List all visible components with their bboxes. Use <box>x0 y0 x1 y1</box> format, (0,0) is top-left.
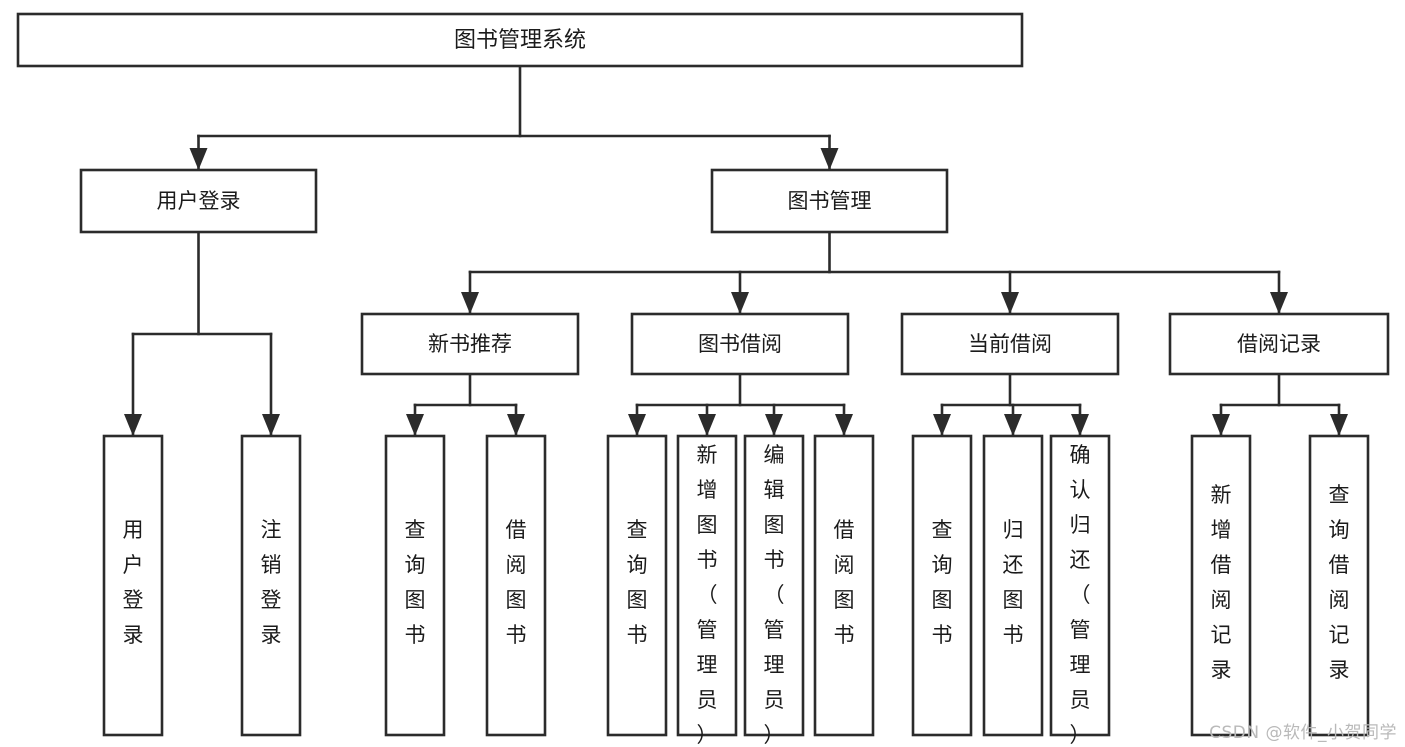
arrow-head-icon-new-book-recommend <box>461 292 479 314</box>
node-br-query-record[interactable]: 查询借阅记录 <box>1308 434 1370 737</box>
node-nbr-borrow-book[interactable]: 借阅图书 <box>485 434 547 737</box>
node-box-book-borrow <box>630 312 850 376</box>
node-box-bb-edit-book <box>743 434 805 737</box>
node-current-borrow[interactable]: 当前借阅 <box>900 312 1120 376</box>
node-box-current-borrow <box>900 312 1120 376</box>
arrow-head-icon-cb-confirm-return <box>1071 414 1089 436</box>
node-label-current-borrow: 当前借阅 <box>968 332 1052 356</box>
node-box-bb-add-book <box>676 434 738 737</box>
node-box-cb-confirm-return <box>1049 434 1111 737</box>
node-box-nbr-borrow-book <box>485 434 547 737</box>
node-cb-query-book[interactable]: 查询图书 <box>911 434 973 737</box>
arrow-head-icon-bb-add-book <box>698 414 716 436</box>
node-box-bb-query-book <box>606 434 668 737</box>
node-label-book-borrow: 图书借阅 <box>698 332 782 356</box>
node-box-nbr-query-book <box>384 434 446 737</box>
node-box-new-book-recommend <box>360 312 580 376</box>
arrow-head-icon-current-borrow <box>1001 292 1019 314</box>
arrow-head-icon-book-borrow <box>731 292 749 314</box>
node-user-login[interactable]: 用户登录 <box>79 168 318 234</box>
node-box-user-login <box>79 168 318 234</box>
node-label-br-add-record: 新增借阅记录 <box>1211 483 1232 682</box>
node-label-new-book-recommend: 新书推荐 <box>428 332 512 356</box>
node-label-bb-edit-book: 编辑图书（管理员） <box>764 443 785 747</box>
connectors-layer <box>124 64 1348 437</box>
arrow-head-icon-user-login-do <box>124 414 142 436</box>
arrow-head-icon-user-login <box>189 148 208 170</box>
node-label-cb-query-book: 查询图书 <box>932 518 953 647</box>
node-book-manage[interactable]: 图书管理 <box>710 168 949 234</box>
node-label-user-login-do: 用户登录 <box>123 518 144 647</box>
arrow-head-icon-bb-edit-book <box>765 414 783 436</box>
node-bb-edit-book[interactable]: 编辑图书（管理员） <box>743 434 805 747</box>
node-br-add-record[interactable]: 新增借阅记录 <box>1190 434 1252 737</box>
arrow-head-icon-cb-query-book <box>933 414 951 436</box>
node-cb-confirm-return[interactable]: 确认归还（管理员） <box>1049 434 1111 747</box>
node-box-user-logout <box>240 434 302 737</box>
node-root[interactable]: 图书管理系统 <box>16 12 1024 68</box>
node-bb-add-book[interactable]: 新增图书（管理员） <box>676 434 738 747</box>
node-label-nbr-query-book: 查询图书 <box>405 518 426 647</box>
node-label-bb-query-book: 查询图书 <box>627 518 648 647</box>
arrow-head-icon-bb-borrow-book <box>835 414 853 436</box>
node-label-root: 图书管理系统 <box>454 28 586 53</box>
node-box-root <box>16 12 1024 68</box>
node-label-bb-borrow-book: 借阅图书 <box>834 518 855 647</box>
node-box-user-login-do <box>102 434 164 737</box>
arrow-head-icon-bb-query-book <box>628 414 646 436</box>
nodes-layer: 图书管理系统用户登录用户登录注销登录图书管理新书推荐查询图书借阅图书图书借阅查询… <box>16 12 1390 747</box>
node-nbr-query-book[interactable]: 查询图书 <box>384 434 446 737</box>
node-box-br-query-record <box>1308 434 1370 737</box>
node-label-book-manage: 图书管理 <box>788 189 872 213</box>
node-borrow-record[interactable]: 借阅记录 <box>1168 312 1390 376</box>
node-new-book-recommend[interactable]: 新书推荐 <box>360 312 580 376</box>
node-bb-query-book[interactable]: 查询图书 <box>606 434 668 737</box>
node-label-cb-confirm-return: 确认归还（管理员） <box>1070 443 1091 747</box>
node-bb-borrow-book[interactable]: 借阅图书 <box>813 434 875 737</box>
arrow-head-icon-user-logout <box>262 414 280 436</box>
arrow-head-icon-borrow-record <box>1270 292 1288 314</box>
node-cb-return-book[interactable]: 归还图书 <box>982 434 1044 737</box>
node-box-br-add-record <box>1190 434 1252 737</box>
node-label-br-query-record: 查询借阅记录 <box>1329 483 1350 682</box>
node-label-nbr-borrow-book: 借阅图书 <box>506 518 527 647</box>
node-user-logout[interactable]: 注销登录 <box>240 434 302 737</box>
node-label-cb-return-book: 归还图书 <box>1003 518 1024 647</box>
arrow-head-icon-book-manage <box>820 148 839 170</box>
node-label-user-login: 用户登录 <box>157 189 241 213</box>
node-box-cb-return-book <box>982 434 1044 737</box>
arrow-head-icon-nbr-query-book <box>406 414 424 436</box>
node-box-borrow-record <box>1168 312 1390 376</box>
node-label-bb-add-book: 新增图书（管理员） <box>697 443 718 747</box>
arrow-head-icon-br-query-record <box>1330 414 1348 436</box>
arrow-head-icon-cb-return-book <box>1004 414 1022 436</box>
node-label-borrow-record: 借阅记录 <box>1237 332 1321 356</box>
node-book-borrow[interactable]: 图书借阅 <box>630 312 850 376</box>
node-label-user-logout: 注销登录 <box>261 518 282 647</box>
node-user-login-do[interactable]: 用户登录 <box>102 434 164 737</box>
arrow-head-icon-br-add-record <box>1212 414 1230 436</box>
arrow-head-icon-nbr-borrow-book <box>507 414 525 436</box>
node-box-bb-borrow-book <box>813 434 875 737</box>
watermark: CSDN @软件_小贺同学 <box>1209 723 1397 743</box>
node-box-cb-query-book <box>911 434 973 737</box>
node-box-book-manage <box>710 168 949 234</box>
